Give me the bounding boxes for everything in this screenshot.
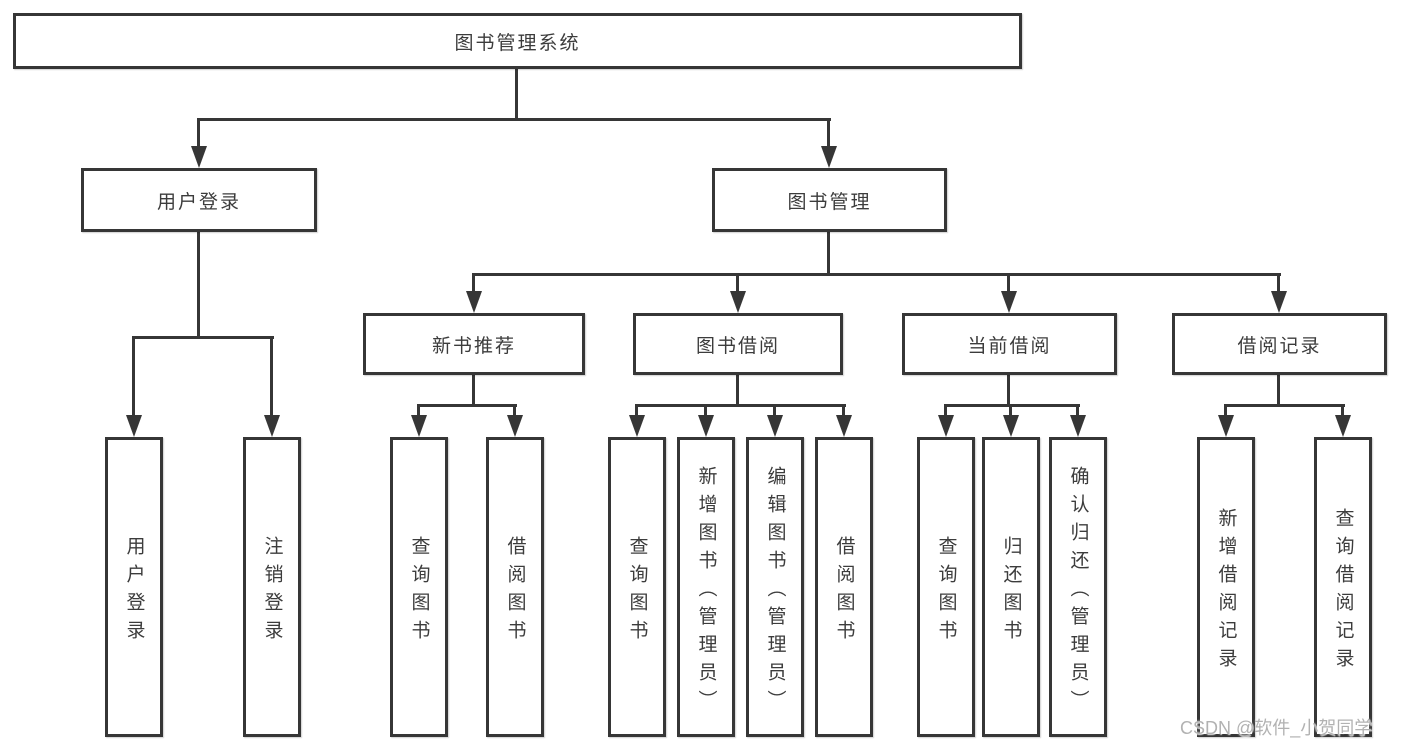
node-user-login: 用户登录 [81,168,317,232]
connector-line [1277,375,1280,404]
node-borrow-records: 借阅记录 [1172,313,1387,375]
leaf-return-books: 归还图书 [982,437,1040,737]
connector-line [513,404,516,415]
connector-line [197,232,200,336]
connector-line [635,404,846,407]
leaf-edit-books-admin: 编辑图书（管理员） [746,437,804,737]
connector-line [472,273,475,291]
connector-line [704,404,707,415]
connector-line [842,404,845,415]
leaf-logout-login: 注销登录 [243,437,301,737]
arrowhead [698,415,714,437]
node-new-books: 新书推荐 [363,313,585,375]
arrowhead [507,415,523,437]
connector-line [635,404,638,415]
arrowhead [1271,291,1287,313]
arrowhead [1070,415,1086,437]
node-label: 查询图书 [935,535,957,648]
connector-line [197,118,831,121]
node-label: 新增图书（管理员） [695,465,717,718]
arrowhead [821,146,837,168]
connector-line [736,375,739,404]
node-label: 归还图书 [1000,535,1022,648]
node-label: 查询借阅记录 [1332,507,1354,676]
node-label: 查询图书 [408,535,430,648]
arrowhead [411,415,427,437]
connector-line [1277,273,1280,291]
node-label: 新书推荐 [431,335,516,357]
node-label: 图书管理 [787,191,872,213]
node-label: 借阅图书 [833,535,855,648]
connector-line [1007,273,1010,291]
leaf-query-books-3: 查询图书 [917,437,975,737]
node-label: 用户登录 [156,191,241,213]
leaf-confirm-return-admin: 确认归还（管理员） [1049,437,1107,737]
arrowhead [836,415,852,437]
node-root: 图书管理系统 [13,13,1022,69]
connector-line [417,404,420,415]
leaf-borrow-books-1: 借阅图书 [486,437,544,737]
leaf-query-books-1: 查询图书 [390,437,448,737]
arrowhead [1335,415,1351,437]
node-label: 借阅记录 [1237,335,1322,357]
node-label: 用户登录 [123,535,145,648]
connector-line [1007,375,1010,404]
connector-line [1224,404,1345,407]
connector-line [944,404,947,415]
connector-line [417,404,517,407]
csdn-watermark: CSDN @软件_小贺同学 [1180,718,1373,738]
connector-line [1009,404,1012,415]
arrowhead [264,415,280,437]
connector-line [944,404,1080,407]
arrowhead [1001,291,1017,313]
arrowhead [466,291,482,313]
connector-line [827,118,830,146]
arrowhead [191,146,207,168]
node-label: 当前借阅 [967,335,1052,357]
leaf-add-books-admin: 新增图书（管理员） [677,437,735,737]
node-label: 借阅图书 [504,535,526,648]
arrowhead [1003,415,1019,437]
node-label: 图书借阅 [695,335,780,357]
connector-line [270,336,273,415]
node-label: 注销登录 [261,535,283,648]
connector-line [1224,404,1227,415]
arrowhead [730,291,746,313]
node-current-borrow: 当前借阅 [902,313,1117,375]
connector-line [827,232,830,273]
connector-line [773,404,776,415]
node-book-mgmt: 图书管理 [712,168,947,232]
node-label: 查询图书 [626,535,648,648]
leaf-user-login: 用户登录 [105,437,163,737]
connector-line [472,375,475,404]
connector-line [197,118,200,146]
arrowhead [938,415,954,437]
connector-line [472,273,1281,276]
connector-line [1341,404,1344,415]
node-book-borrow: 图书借阅 [633,313,843,375]
connector-line [132,336,274,339]
connector-line [736,273,739,291]
arrowhead [126,415,142,437]
node-label: 编辑图书（管理员） [764,465,786,718]
connector-line [132,336,135,415]
leaf-borrow-books-2: 借阅图书 [815,437,873,737]
arrowhead [1218,415,1234,437]
leaf-add-borrow-record: 新增借阅记录 [1197,437,1255,737]
node-label: 新增借阅记录 [1215,507,1237,676]
node-label: 图书管理系统 [454,32,581,54]
leaf-query-books-2: 查询图书 [608,437,666,737]
connector-line [515,69,518,118]
connector-line [1076,404,1079,415]
arrowhead [629,415,645,437]
node-label: 确认归还（管理员） [1067,465,1089,718]
arrowhead [767,415,783,437]
leaf-query-borrow-record: 查询借阅记录 [1314,437,1372,737]
